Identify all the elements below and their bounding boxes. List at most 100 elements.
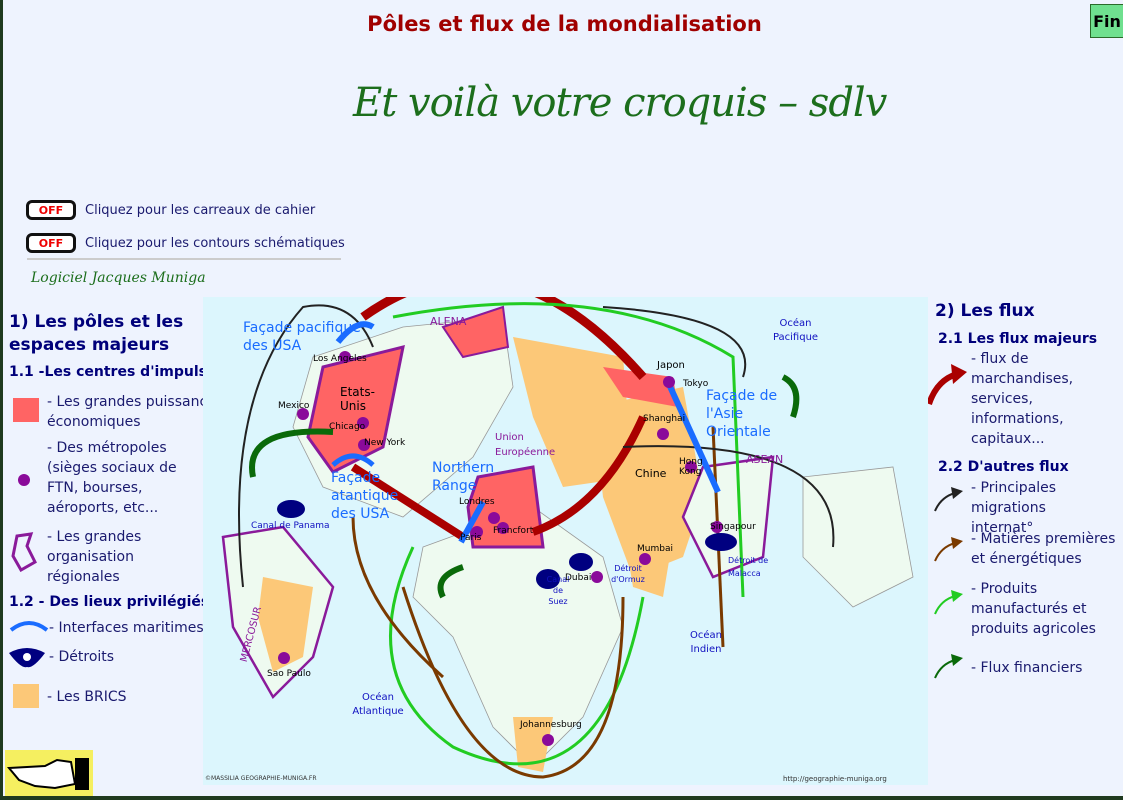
interface-northern-range (458, 500, 486, 544)
label-japon: Japon (657, 360, 685, 371)
alaska-shape (441, 305, 510, 359)
map-url: http://geographie-muniga.org (783, 775, 887, 783)
label-johannesburg: Johannesburg (520, 720, 582, 730)
flow-raw-1 (401, 586, 625, 779)
straits (277, 500, 737, 589)
legend-item-matieres: - Matières premières et énergétiques (971, 531, 1116, 567)
africa-shape (412, 506, 624, 768)
toggle-grid-label: Cliquez pour les carreaux de cahier (85, 203, 316, 218)
label-new-york: New York (364, 438, 406, 448)
china-shape (593, 387, 703, 577)
legend-sub-lieux: 1.2 - Des lieux privilégiés (9, 594, 210, 610)
label-northern-range: Northern Range (432, 460, 495, 494)
metropole-dot-icon (18, 474, 30, 486)
brazil-shape (258, 577, 313, 672)
usa-shape (306, 344, 405, 474)
label-hong-kong: Hong Kong (679, 457, 703, 477)
label-canal-panama: Canal de Panama (251, 521, 330, 531)
interface-atlantic (331, 453, 375, 467)
label-alena: ALENA (430, 315, 467, 328)
legend-item-metropoles: - Des métropoles (sièges sociaux de FTN,… (47, 440, 177, 516)
credit: Logiciel Jacques Muniga (31, 270, 206, 286)
major-flow-arrow-icon (926, 364, 967, 406)
label-sao-paulo: Sao Paulo (267, 669, 311, 679)
legend-item-organisations: - Les grandes organisation régionales (47, 529, 142, 585)
legend-heading-flux: 2) Les flux (935, 301, 1035, 321)
brics-swatch (13, 684, 39, 708)
label-detroit-ormuz: Détroit d'Ormuz (611, 564, 645, 584)
detroit-icon (9, 648, 45, 668)
label-asean: ASEAN (746, 453, 784, 466)
legend-item-produits: - Produits manufacturés et produits agri… (971, 581, 1096, 637)
eu-shape (466, 465, 545, 549)
label-ocean-pacifique: Océan Pacifique (772, 318, 819, 343)
script-title: Et voilà votre croquis – sdlv (353, 80, 887, 126)
legend-heading-poles: 1) Les pôles et les espaces majeurs (9, 312, 184, 355)
flow-manuf-2 (389, 546, 645, 766)
power-swatch (13, 398, 39, 422)
label-union-europeenne: Union Européenne (495, 432, 556, 458)
label-paris: Paris (460, 533, 482, 543)
flow-eu-asia (531, 415, 647, 536)
label-mumbai: Mumbai (637, 544, 673, 554)
legend-item-financiers: - Flux financiers (971, 660, 1083, 676)
legend-item-major: - flux de marchandises, services, inform… (971, 351, 1074, 447)
flow-migration-2 (602, 306, 835, 548)
south-africa-shape (513, 717, 553, 772)
flow-raw-2 (351, 516, 444, 679)
divider (27, 258, 341, 260)
legend-item-brics: - Les BRICS (47, 689, 127, 705)
flow-finance (249, 374, 800, 599)
page-title: Pôles et flux de la mondialisation (367, 12, 762, 36)
world-map: ALENA Façade pacifique des USA Los Angel… (203, 297, 928, 785)
label-facade-pacifique: Façade pacifique des USA (243, 320, 361, 354)
label-canal-suez: Canal de Suez (546, 575, 570, 606)
fin-button[interactable]: Fin (1090, 4, 1123, 38)
map-shapes (221, 297, 914, 779)
label-mexico: Mexico (278, 401, 310, 411)
toggle-contours-button[interactable]: OFF (26, 233, 76, 253)
regional-org-icon (11, 532, 37, 572)
toggle-contours-label: Cliquez pour les contours schématiques (85, 236, 345, 251)
map-copyright: ©MASSILIA GEOGRAPHIE-MUNIGA.FR (205, 775, 317, 782)
back-hand-button[interactable] (5, 750, 93, 796)
flow-usa-japan (360, 297, 647, 380)
label-ocean-atlantique: Océan Atlantique (352, 692, 404, 717)
legend-item-migrations: - Principales migrations internat° (971, 480, 1057, 536)
interface-pacific (335, 321, 375, 344)
flow-usa-eu (350, 463, 466, 541)
toggle-grid-button[interactable]: OFF (26, 200, 76, 220)
legend-sub-majeurs: 2.1 Les flux majeurs (938, 331, 1098, 347)
label-tokyo: Tokyo (683, 379, 709, 389)
japan-shape (603, 367, 678, 407)
label-los-angeles: Los Angeles (313, 354, 367, 364)
label-chicago: Chicago (329, 422, 366, 432)
pointing-hand-icon (6, 758, 89, 790)
label-ocean-indien: Océan Indien (690, 630, 722, 655)
label-francfort: Francfort (493, 526, 534, 536)
legend-item-detroits: - Détroits (49, 649, 115, 665)
label-facade-asie: Façade de l'Asie Orientale (706, 388, 778, 440)
label-dubai: Dubai (565, 573, 592, 583)
flow-migration-1 (238, 304, 374, 588)
label-singapour: Singapour (710, 522, 756, 532)
migration-arrow-icon (934, 487, 963, 512)
legend-item-interfaces: - Interfaces maritimes (49, 620, 204, 636)
label-londres: Londres (459, 497, 495, 507)
interface-icon (9, 621, 49, 632)
label-detroit-malacca: Détroit de Malacca (728, 556, 769, 578)
australia-shape (802, 466, 914, 608)
label-chine: Chine (635, 467, 667, 480)
label-facade-atlantique: Façade atantique des USA (331, 470, 399, 522)
metropoles (278, 351, 723, 746)
finance-arrow-icon (934, 654, 963, 679)
label-shanghai: Shanghai (643, 414, 686, 424)
manufactured-arrow-icon (934, 590, 963, 615)
interface-asia (665, 380, 721, 494)
legend-sub-centres: 1.1 -Les centres d'impulsion (9, 364, 232, 380)
legend-sub-autres: 2.2 D'autres flux (938, 459, 1069, 475)
legend-item-puissances: - Les grandes puissances économiques (47, 394, 224, 430)
raw-materials-arrow-icon (934, 537, 963, 562)
flow-manuf-1 (392, 302, 745, 598)
label-etats-unis: Etats-Unis (340, 385, 375, 413)
